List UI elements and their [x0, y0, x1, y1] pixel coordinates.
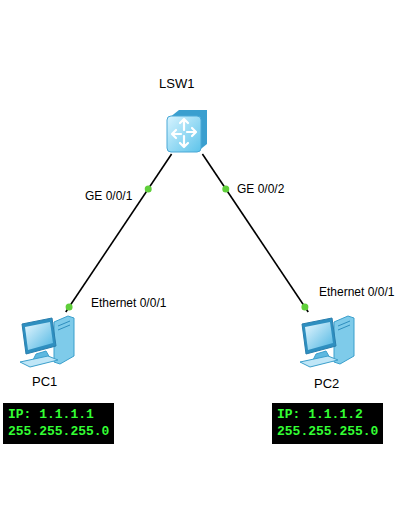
port-label: Ethernet 0/0/1 — [318, 285, 395, 299]
ip-info-box: IP: 1.1.1.1255.255.255.0 — [3, 403, 114, 444]
network-link — [66, 154, 172, 312]
ip-info-box: IP: 1.1.1.2255.255.255.0 — [272, 403, 383, 444]
network-link — [202, 154, 308, 312]
device-name: PC1 — [32, 374, 57, 389]
ip-text: 255.255.255.0 — [277, 423, 378, 440]
pc-icon — [298, 312, 356, 368]
ip-text: IP: 1.1.1.1 — [8, 406, 109, 423]
port-label: GE 0/0/2 — [236, 182, 285, 196]
switch-icon — [165, 108, 209, 154]
switch-node: LSW1 — [165, 108, 209, 154]
device-name: PC2 — [314, 376, 339, 391]
pc-icon — [18, 312, 76, 368]
ip-text: IP: 1.1.1.2 — [277, 406, 378, 423]
device-name: LSW1 — [159, 76, 194, 91]
port-label: GE 0/0/1 — [84, 189, 133, 203]
port-label: Ethernet 0/0/1 — [90, 296, 167, 310]
ip-text: 255.255.255.0 — [8, 423, 109, 440]
pc-node: PC1 — [18, 312, 76, 368]
pc-node: PC2 — [298, 312, 356, 368]
